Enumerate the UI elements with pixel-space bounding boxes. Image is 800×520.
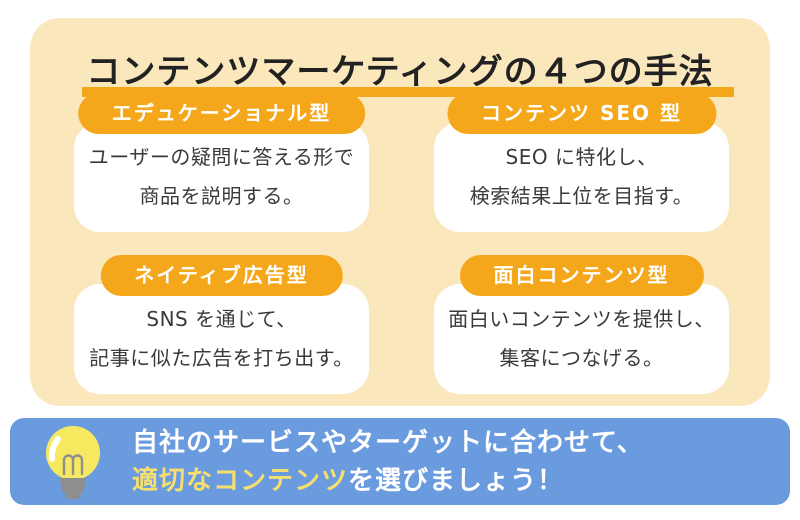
method-description-line: SEO に特化し、: [505, 145, 658, 169]
tip-text-line2-rest: を選びましょう！: [348, 465, 565, 496]
method-label-badge: 面白コンテンツ型: [459, 255, 704, 296]
tip-banner: 自社のサービスやターゲットに合わせて、 適切なコンテンツを選びましょう！: [10, 418, 790, 505]
method-cards-grid: エデュケーショナル型 ユーザーの疑問に答える形で 商品を説明する。 コンテンツ …: [74, 93, 729, 394]
content-panel: コンテンツマーケティングの４つの手法 エデュケーショナル型 ユーザーの疑問に答え…: [30, 18, 770, 406]
page-title: コンテンツマーケティングの４つの手法: [82, 44, 734, 97]
method-card-native-ad: ネイティブ広告型 SNS を通じて、 記事に似た広告を打ち出す。: [74, 255, 369, 394]
method-card-body: ユーザーの疑問に答える形で 商品を説明する。: [74, 122, 369, 232]
lightbulb-icon: [46, 425, 100, 499]
method-description-line: 集客につなげる。: [499, 346, 664, 370]
method-card-educational: エデュケーショナル型 ユーザーの疑問に答える形で 商品を説明する。: [74, 93, 369, 232]
method-card-content-seo: コンテンツ SEO 型 SEO に特化し、 検索結果上位を目指す。: [434, 93, 729, 232]
method-card-body: SNS を通じて、 記事に似た広告を打ち出す。: [74, 284, 369, 394]
method-description-line: SNS を通じて、: [146, 307, 297, 331]
tip-highlight-text: 適切なコンテンツ: [132, 465, 349, 496]
tip-text-line1: 自社のサービスやターゲットに合わせて、: [132, 427, 644, 458]
method-description-line: 検索結果上位を目指す。: [469, 184, 694, 208]
method-label-badge: ネイティブ広告型: [100, 255, 343, 296]
method-card-body: 面白いコンテンツを提供し、 集客につなげる。: [434, 284, 729, 394]
method-description-line: 面白いコンテンツを提供し、: [448, 307, 715, 331]
method-label-badge: エデュケーショナル型: [77, 93, 366, 134]
method-card-fun-content: 面白コンテンツ型 面白いコンテンツを提供し、 集客につなげる。: [434, 255, 729, 394]
method-label-badge: コンテンツ SEO 型: [447, 93, 716, 134]
method-description-line: 商品を説明する。: [139, 184, 304, 208]
tip-text-line2: 適切なコンテンツを選びましょう！: [132, 462, 644, 500]
method-card-body: SEO に特化し、 検索結果上位を目指す。: [434, 122, 729, 232]
method-description-line: ユーザーの疑問に答える形で: [88, 145, 355, 169]
method-description-line: 記事に似た広告を打ち出す。: [89, 346, 354, 370]
tip-text: 自社のサービスやターゲットに合わせて、 適切なコンテンツを選びましょう！: [132, 424, 644, 500]
page-title-text: コンテンツマーケティングの４つの手法: [86, 52, 714, 92]
